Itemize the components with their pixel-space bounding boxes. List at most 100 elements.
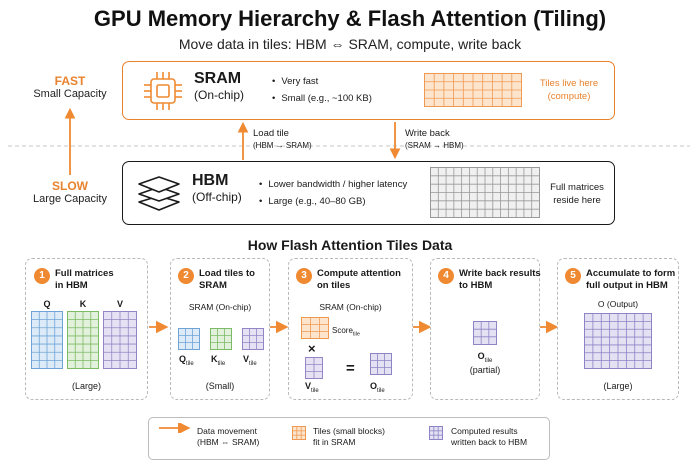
grid-background [292, 426, 306, 440]
grid-background [242, 328, 264, 350]
tile-letter: V [305, 381, 312, 391]
load-tile-sub: (HBM → SRAM) [253, 141, 312, 150]
fast-label: FAST [54, 74, 86, 88]
sram-bullets: Very fast Small (e.g., ~100 KB) [272, 73, 372, 107]
step-title-line: Load tiles to [199, 268, 255, 279]
q-tile [178, 328, 200, 350]
legend-result-icon [429, 426, 443, 440]
slow-label-group: SLOW Large Capacity [15, 179, 125, 205]
write-back-sub: (SRAM → HBM) [405, 141, 464, 150]
v-tile [305, 357, 323, 379]
v-tile [242, 328, 264, 350]
times-sign: × [308, 341, 316, 356]
tile-sub: tile [352, 331, 360, 338]
hbm-note: Full matrices reside here [543, 181, 611, 207]
page-subtitle: Move data in tiles: HBM ⇔ SRAM, compute,… [178, 36, 522, 52]
k-tile [210, 328, 232, 350]
legend [148, 417, 550, 460]
step-title-line: on tiles [317, 280, 351, 291]
grid-background [301, 317, 329, 339]
step-5-caption: (Large) [603, 381, 633, 391]
hbm-note-line2: reside here [553, 195, 601, 206]
write-back-label: Write back (SRAM → HBM) [405, 128, 464, 152]
slow-label: SLOW [52, 179, 88, 193]
slow-sublabel: Large Capacity [33, 193, 107, 205]
k-tile-label: Ktile [211, 354, 225, 367]
o-tile-label: Otile [430, 351, 540, 364]
legend-results: Computed results written back to HBM [451, 426, 527, 448]
tile-letter: Q [179, 354, 187, 364]
q-matrix [31, 311, 63, 369]
step-2-title: Load tiles to SRAM [199, 268, 255, 292]
hbm-sub: (Off-chip) [192, 190, 242, 204]
output-matrix [584, 313, 652, 369]
grid-background [429, 426, 443, 440]
legend-line: Computed results [451, 426, 518, 436]
legend-arrow-icon [159, 423, 191, 433]
step-title-line: Write back results [459, 268, 541, 279]
sram-name: SRAM [194, 70, 242, 87]
write-back-text: Write back [405, 128, 450, 139]
step-title-line: full output in HBM [586, 280, 668, 291]
tile-sub: tile [484, 357, 493, 364]
o-tile-label: Otile [370, 381, 385, 394]
section-title: How Flash Attention Tiles Data [247, 237, 453, 253]
tile-sub: tile [186, 360, 194, 367]
sram-bullet: Small (e.g., ~100 KB) [272, 90, 372, 107]
hbm-title-group: HBM (Off-chip) [192, 172, 242, 204]
hbm-note-line1: Full matrices [550, 182, 604, 193]
grid-background [370, 353, 392, 375]
k-label: K [79, 299, 87, 309]
sram-note: Tiles live here (compute) [530, 77, 608, 103]
step-4-badge: 4 [438, 268, 454, 284]
fast-sublabel: Small Capacity [33, 88, 107, 100]
v-tile-label: Vtile [305, 381, 319, 394]
step-title-line: Accumulate to form [586, 268, 676, 279]
legend-tiles: Tiles (small blocks) fit in SRAM [313, 426, 385, 448]
step-1-title: Full matrices in HBM [55, 268, 114, 292]
legend-line: Tiles (small blocks) [313, 426, 385, 436]
fast-label-group: FAST Small Capacity [15, 74, 125, 100]
k-matrix [67, 311, 99, 369]
chip-icon [144, 72, 182, 110]
sram-bullet: Very fast [272, 73, 372, 90]
sram-tile-grid [424, 73, 522, 107]
tile-sub: tile [377, 387, 385, 394]
legend-movement: Data movement (HBM ⇔ SRAM) [197, 426, 259, 448]
v-matrix [103, 311, 137, 369]
sram-sub: (On-chip) [194, 88, 245, 102]
step-3-badge: 3 [296, 268, 312, 284]
legend-line: Data movement [197, 426, 257, 436]
tile-letter: O [370, 381, 378, 391]
v-tile-label: Vtile [243, 354, 257, 367]
step-5-area: O (Output) [597, 299, 639, 309]
page-title: GPU Memory Hierarchy & Flash Attention (… [93, 6, 607, 31]
step-3-title: Compute attention on tiles [317, 268, 401, 292]
grid-background [178, 328, 200, 350]
score-text: Score [332, 326, 353, 335]
sram-title-group: SRAM (On-chip) [194, 70, 244, 102]
hbm-bullet: Large (e.g., 40–80 GB) [259, 193, 407, 210]
step-title-line: Full matrices [55, 268, 114, 279]
step-4-title: Write back results to HBM [459, 268, 541, 292]
q-tile-label: Qtile [179, 354, 194, 367]
step-title-line: Compute attention [317, 268, 401, 279]
step-title-line: to HBM [459, 280, 493, 291]
v-label: V [116, 299, 123, 309]
step-2-area: SRAM (On-chip) [188, 302, 252, 312]
grid-background [210, 328, 232, 350]
tile-letter: O [477, 351, 485, 361]
score-tile [301, 317, 329, 339]
hbm-bullet: Lower bandwidth / higher latency [259, 176, 407, 193]
tile-letter: K [211, 354, 218, 364]
legend-tile-icon [292, 426, 306, 440]
q-label: Q [43, 299, 51, 309]
step-5-badge: 5 [565, 268, 581, 284]
step-2-caption: (Small) [205, 381, 235, 391]
step-title-line: SRAM [199, 280, 227, 291]
o-tile [473, 321, 497, 345]
equals-sign: = [346, 360, 355, 377]
grid-background [473, 321, 497, 345]
sram-note-line2: (compute) [547, 91, 591, 102]
